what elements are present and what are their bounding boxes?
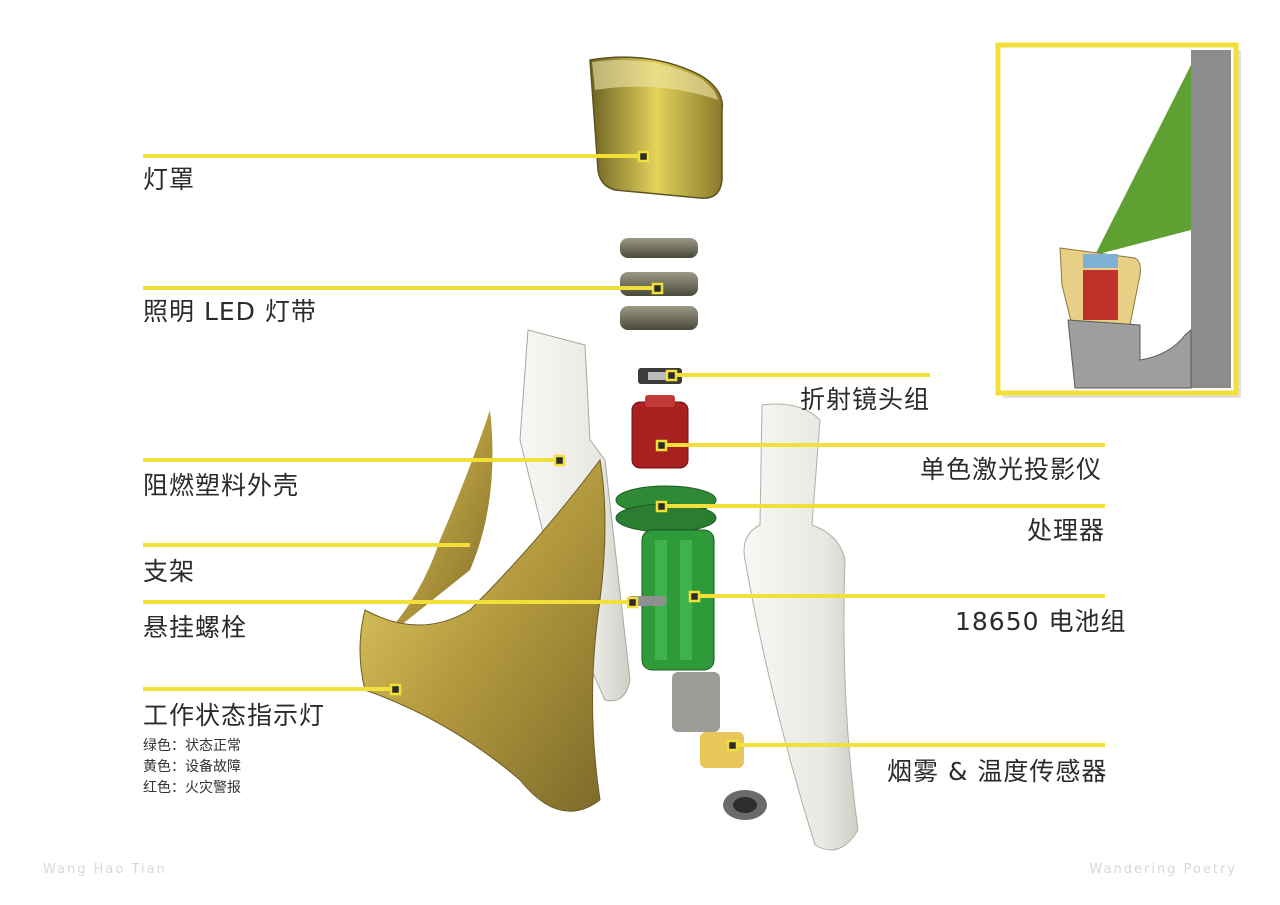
indicator-legend: 绿色：状态正常 黄色：设备故障 红色：火灾警报 xyxy=(143,736,241,799)
lampshade-part xyxy=(589,56,724,199)
label-bracket: 支架 xyxy=(143,557,196,586)
laser-projector-part xyxy=(631,395,689,469)
usage-inset xyxy=(995,42,1241,398)
label-processor: 处理器 xyxy=(1027,516,1106,545)
credit-author: Wang Hao Tian xyxy=(43,862,167,877)
label-bolt: 悬挂螺栓 xyxy=(143,613,248,642)
legend-item-green: 绿色：状态正常 xyxy=(143,738,241,754)
housing-front-part xyxy=(743,403,859,851)
legend-item-yellow: 黄色：设备故障 xyxy=(143,759,241,775)
label-battery: 18650 电池组 xyxy=(955,607,1127,636)
legend-item-red: 红色：火灾警报 xyxy=(143,780,241,796)
label-led-strip: 照明 LED 灯带 xyxy=(143,297,317,326)
label-sensor: 烟雾 & 温度传感器 xyxy=(887,757,1108,786)
label-housing: 阻燃塑料外壳 xyxy=(143,471,300,500)
bracket-part xyxy=(359,410,606,812)
label-indicator: 工作状态指示灯 xyxy=(143,701,326,730)
callout-lines xyxy=(143,154,1105,747)
label-laser-projector: 单色激光投影仪 xyxy=(920,455,1103,484)
label-lampshade: 灯罩 xyxy=(143,165,196,194)
credit-title: Wandering Poetry xyxy=(1089,862,1237,877)
label-lens-group: 折射镜头组 xyxy=(800,385,931,414)
callout-markers xyxy=(389,150,739,752)
